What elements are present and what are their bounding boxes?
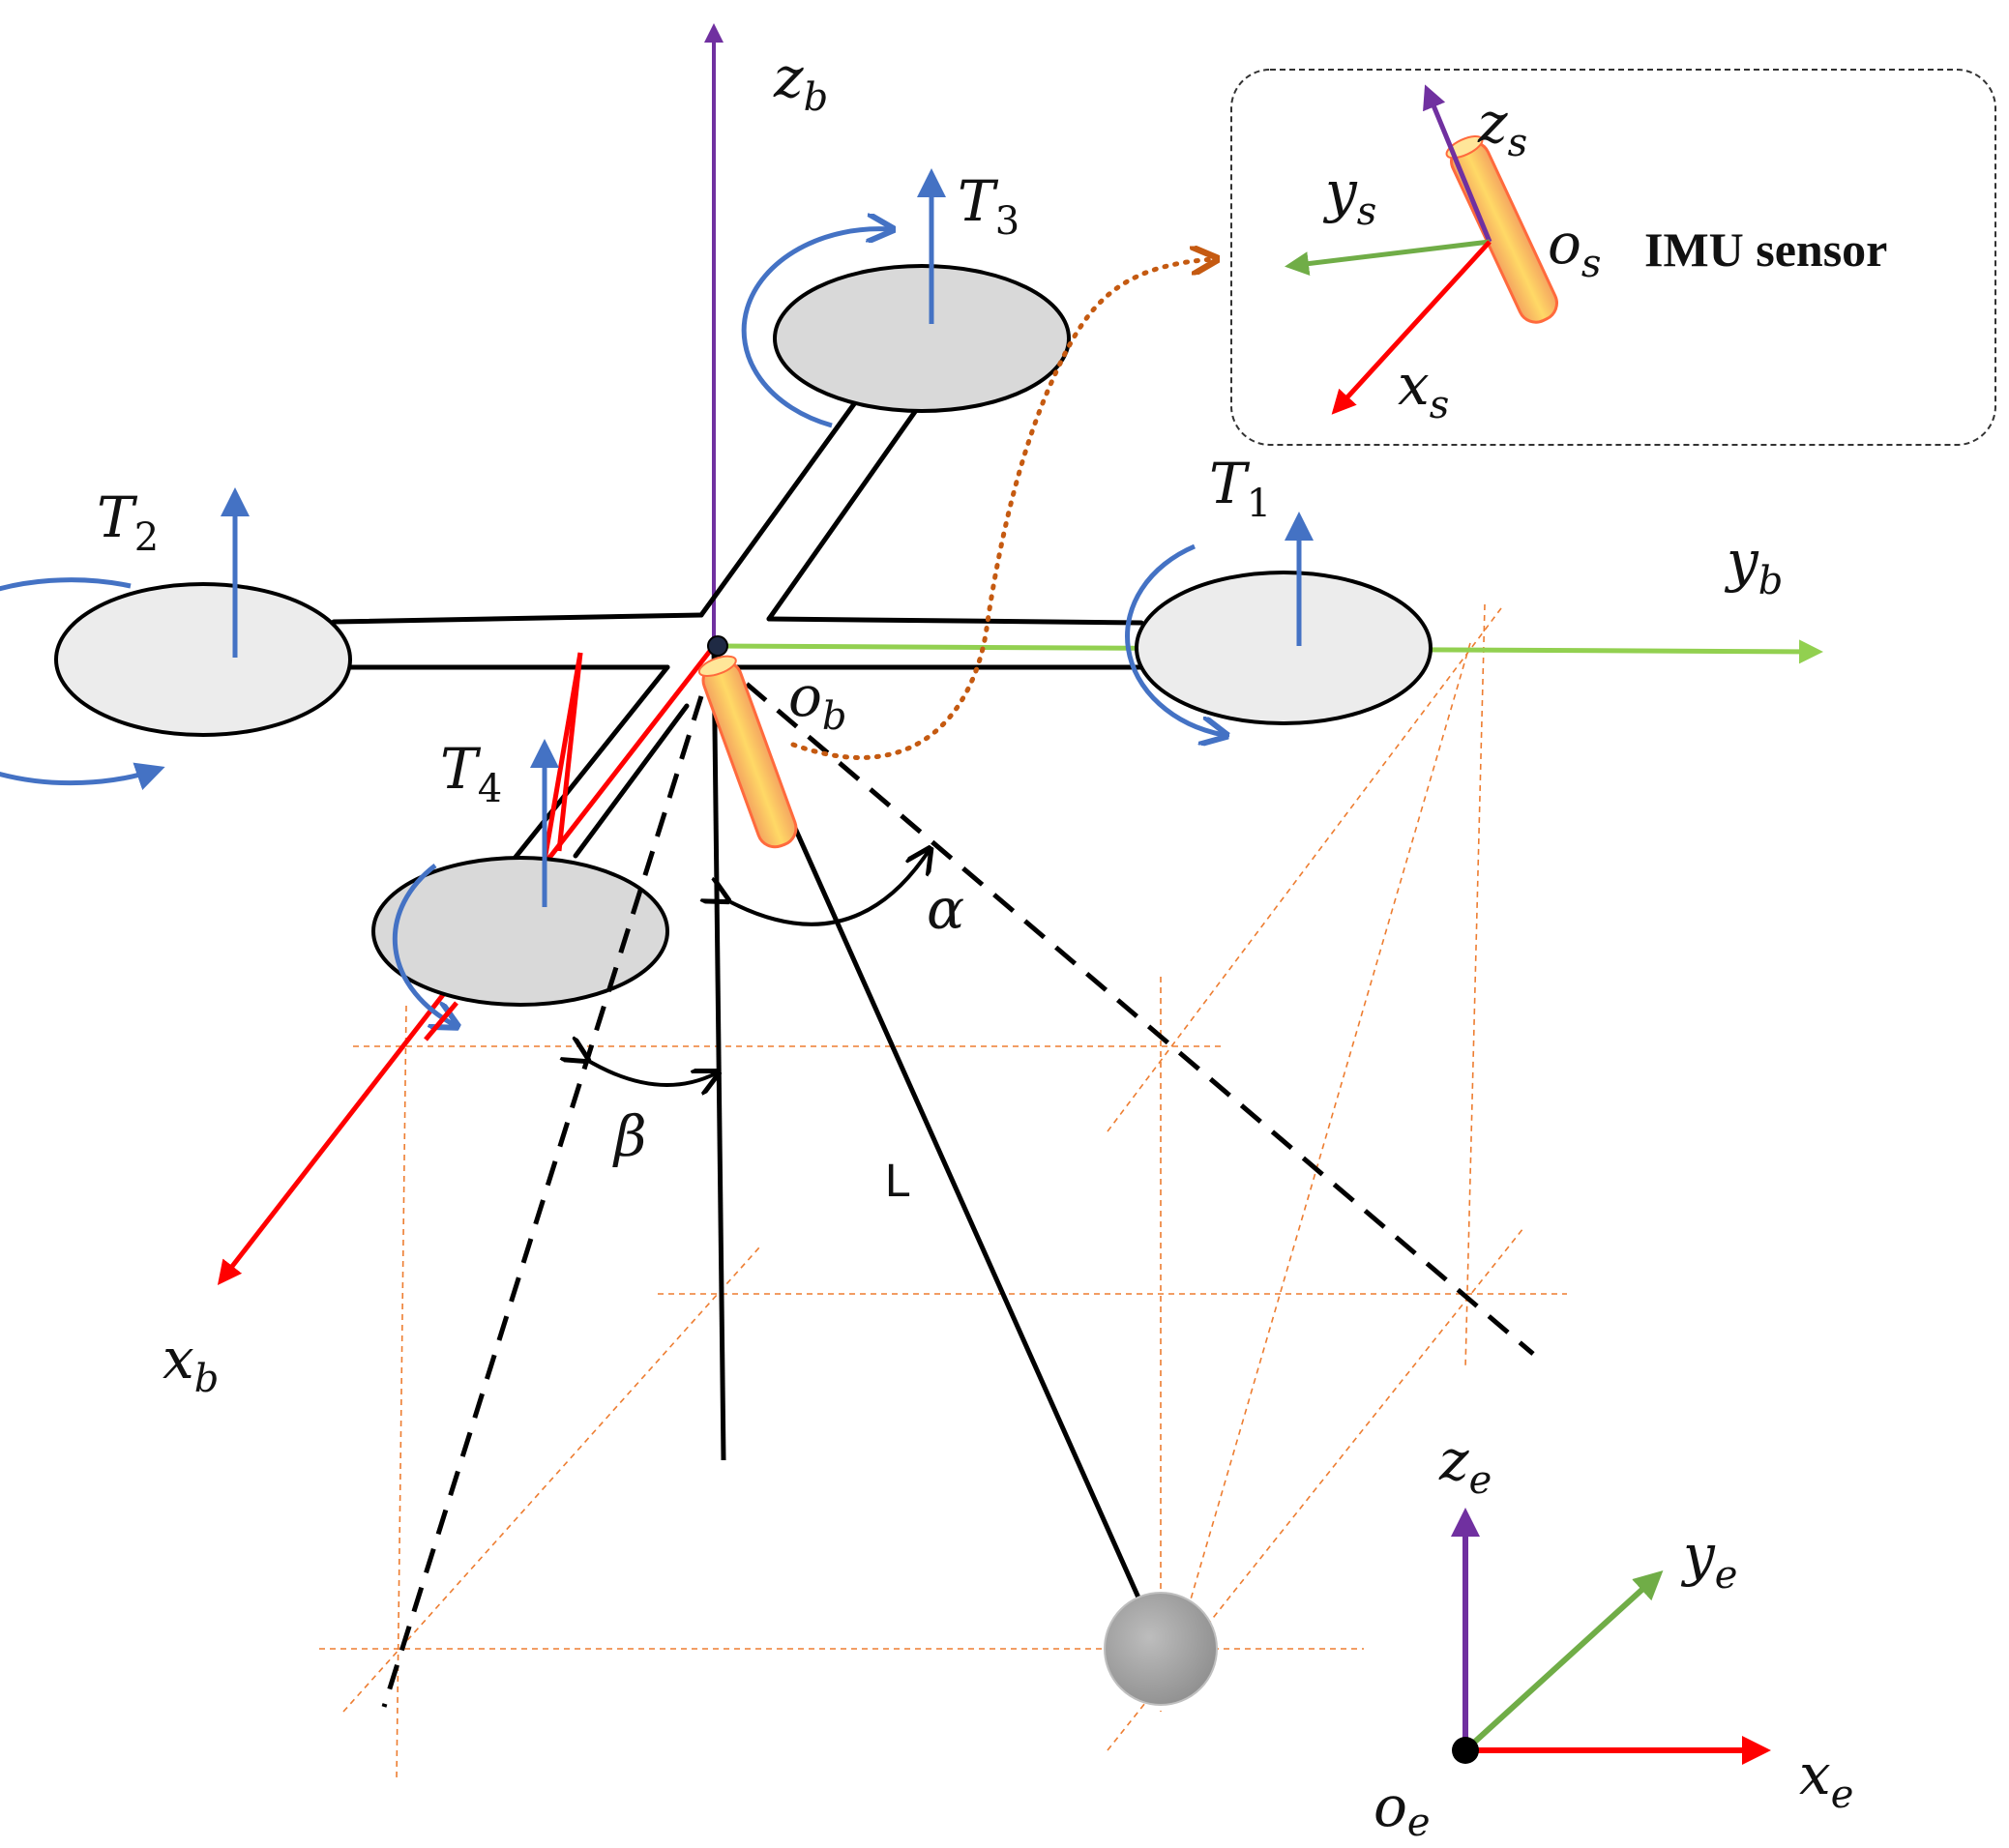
label-xe: xe — [1799, 1742, 1853, 1817]
pendulum-ball — [1104, 1592, 1218, 1706]
label-xs: xs — [1398, 352, 1449, 427]
rotor-T2 — [0, 487, 352, 790]
label-zb: zb — [773, 44, 828, 120]
labels: zb T3 T2 T1 T4 yb ob α β L xb zs ys os I… — [97, 44, 1887, 1845]
label-T1: T1 — [1209, 451, 1271, 526]
origin-ob-point — [707, 635, 728, 657]
label-T4: T4 — [440, 736, 502, 811]
quadrotor-frame — [331, 398, 1144, 864]
alpha-projection-line — [714, 656, 1535, 1356]
label-xb: xb — [162, 1326, 219, 1401]
label-os: os — [1548, 211, 1601, 286]
alpha-angle-arc — [725, 851, 929, 926]
xs-axis — [1331, 240, 1492, 415]
origin-oe-point — [1452, 1737, 1479, 1764]
ys-axis — [1285, 239, 1491, 277]
label-ys: ys — [1322, 159, 1376, 234]
inset-imu-cylinder — [1445, 134, 1558, 324]
vertical-reference-line — [711, 645, 726, 1461]
label-ze: ze — [1438, 1427, 1492, 1503]
label-oe: oe — [1374, 1774, 1431, 1843]
label-beta: β — [612, 1103, 647, 1169]
construction-guide-lines — [319, 603, 1567, 1780]
label-length: L — [885, 1156, 911, 1207]
body-imu-sensor — [697, 655, 798, 849]
zs-axis — [1423, 84, 1492, 243]
ye-axis — [1462, 1569, 1664, 1753]
beta-angle-arc — [585, 1059, 716, 1085]
label-T3: T3 — [958, 168, 1019, 244]
label-yb: yb — [1724, 528, 1783, 603]
inertial-frame — [1451, 1508, 1771, 1765]
label-imu-sensor: IMU sensor — [1644, 222, 1887, 277]
label-alpha: α — [927, 876, 964, 942]
imu-inset — [1230, 69, 1996, 446]
rotor-T3 — [741, 168, 1071, 428]
label-ob: ob — [788, 663, 847, 739]
label-zs: zs — [1477, 90, 1527, 165]
rotor-T4 — [371, 652, 669, 1025]
label-T2: T2 — [97, 484, 159, 560]
rotor-T1 — [1125, 512, 1433, 735]
label-ye: ye — [1680, 1522, 1737, 1598]
beta-projection-line — [381, 695, 704, 1708]
imu-inset-link — [790, 259, 1214, 760]
